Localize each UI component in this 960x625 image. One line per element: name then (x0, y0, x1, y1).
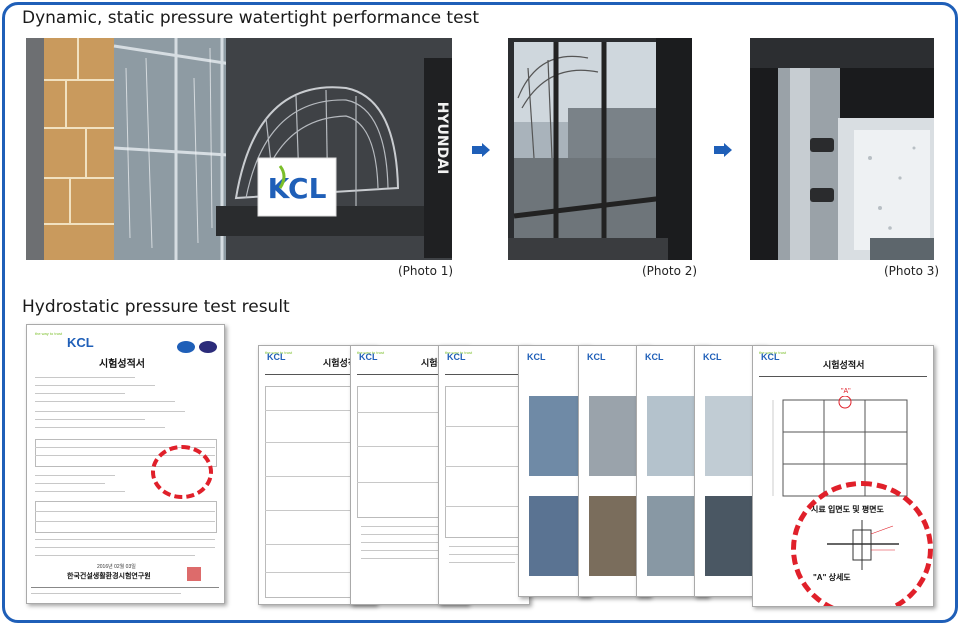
page-tagline: the way to trust (357, 350, 385, 355)
detail-drawing (827, 520, 899, 570)
page-photo (647, 496, 697, 576)
page-photo (529, 496, 579, 576)
certificate-title: 시험성적서 (99, 359, 145, 370)
official-stamp-icon (187, 567, 201, 581)
photo-2 (508, 38, 692, 260)
iso-seal-icon (199, 341, 217, 353)
arrow-right-icon (714, 143, 732, 157)
photo-1-image: HYUNDAI KCL (26, 38, 452, 260)
accreditation-seal-icon (177, 341, 195, 353)
report-page-3: the way to trust KCL (438, 345, 530, 605)
photo-1: HYUNDAI KCL (26, 38, 452, 260)
page-kcl-logo: KCL (587, 352, 606, 362)
page-photo (589, 396, 639, 476)
page-title: 시험성적서 (323, 358, 365, 368)
page-kcl-logo: KCL (359, 352, 378, 362)
certificate-issuer: 한국건설생활환경시험연구원 (67, 573, 151, 580)
test-certificate: the way to trust KCL 시험성적서 2016년 02월 03일… (26, 324, 225, 604)
page-tagline: the way to trust (265, 350, 293, 355)
certificate-tagline: the way to trust (35, 331, 63, 336)
page-tagline: the way to trust (445, 350, 473, 355)
highlight-circle (151, 445, 213, 499)
photo-2-image (508, 38, 692, 260)
page-photo (589, 496, 639, 576)
forklift-brand-text: HYUNDAI (434, 102, 450, 175)
page-photo (705, 496, 755, 576)
page-title: 시험성 (421, 358, 446, 368)
photo-1-caption: (Photo 1) (398, 264, 454, 278)
page-title: 시험성적서 (823, 360, 865, 370)
page-photo (529, 396, 579, 476)
page-kcl-logo: KCL (267, 352, 286, 362)
page-tagline: the way to trust (759, 350, 787, 355)
svg-text:HYUNDAI: HYUNDAI (434, 102, 450, 175)
page-kcl-logo: KCL (527, 352, 546, 362)
drawing-callout-label: "A" (841, 388, 851, 395)
page-kcl-logo: KCL (447, 352, 466, 362)
heading-dynamic-test: Dynamic, static pressure watertight perf… (22, 8, 480, 28)
arrow-right-icon (472, 143, 490, 157)
certificate-kcl-logo: KCL (67, 335, 94, 350)
photo-3-caption: (Photo 3) (884, 264, 940, 278)
photo-3-image (750, 38, 934, 260)
photo-2-caption: (Photo 2) (642, 264, 698, 278)
page-photo (705, 396, 755, 476)
page-kcl-logo: KCL (703, 352, 722, 362)
certificate-date: 2016년 02월 03일 (97, 564, 136, 570)
page-kcl-logo: KCL (645, 352, 664, 362)
report-page-drawing: the way to trust KCL 시험성적서 "A" 시료 입면도 및 … (752, 345, 934, 607)
highlight-circle (791, 481, 933, 606)
page-kcl-logo: KCL (761, 352, 780, 362)
heading-hydrostatic-result: Hydrostatic pressure test result (22, 297, 290, 317)
photo-3 (750, 38, 934, 260)
kcl-sign-logo: KCL (268, 172, 327, 205)
drawing-detail-label: "A" 상세도 (813, 573, 851, 582)
drawing-circle-label: 시료 입면도 및 평면도 (811, 505, 884, 514)
page-photo (647, 396, 697, 476)
svg-text:KCL: KCL (268, 172, 327, 205)
